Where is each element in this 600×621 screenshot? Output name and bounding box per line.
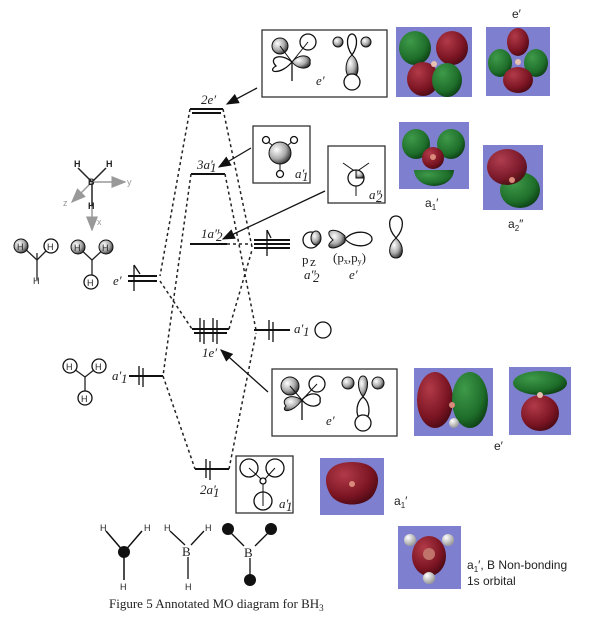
box-2e-prime: e′ — [261, 29, 388, 98]
h3-a1-prime-fragment: H H H a′ 1 — [62, 358, 163, 406]
axes-b: B — [88, 177, 95, 187]
svg-text:2: 2 — [216, 229, 223, 244]
svg-text:1: 1 — [303, 324, 310, 339]
svg-text:H: H — [47, 242, 54, 252]
nonbonding-sublabel: 1s orbital — [467, 574, 516, 588]
mo-levels: 2e′ 3a′ 1 1a″ 2 1e′ 2a′ 1 — [190, 92, 229, 500]
svg-text:B: B — [244, 545, 253, 560]
render-3a1 — [399, 122, 469, 189]
arrow-1a2-double-prime — [221, 190, 326, 240]
svg-text:H: H — [102, 243, 109, 253]
render-1e-b — [509, 367, 571, 435]
axes-h1: H — [74, 159, 81, 169]
axes-h3: H — [88, 201, 95, 211]
render-2e-a — [396, 27, 472, 97]
mo-label-1e-prime: 1e′ — [202, 345, 217, 360]
mo-label-2e-prime: 2e′ — [201, 92, 216, 107]
h3-e-label: e′ — [113, 273, 122, 288]
svg-text:H: H — [95, 362, 102, 372]
bottom-structure-dot: H H H — [100, 523, 151, 592]
svg-text:1: 1 — [286, 499, 293, 514]
render-3a1-label: a1′ — [425, 196, 439, 212]
arrow-2e-prime — [225, 87, 258, 105]
box-2a1-prime: a′ 1 — [235, 455, 294, 514]
svg-text:H: H — [185, 582, 192, 592]
svg-text:2: 2 — [313, 270, 320, 285]
svg-text:H: H — [164, 523, 171, 533]
nonbonding-label: a1′, B Non-bonding — [467, 558, 567, 574]
render-2a1 — [320, 458, 384, 515]
render-2e-b — [486, 27, 550, 96]
pxpy-sym-label: e′ — [349, 267, 358, 282]
mo-label-3a1-prime: 3a′ — [196, 157, 213, 172]
arrow-1e-prime — [220, 349, 269, 393]
svg-text:H: H — [144, 523, 151, 533]
render-2a1-label: a1′ — [394, 494, 408, 510]
bottom-structure-balls: B — [222, 523, 277, 586]
render-b-nonbonding — [398, 526, 461, 589]
render-1e-label: e′ — [494, 439, 504, 453]
box-1a2-double-prime: a″ 2 — [327, 145, 386, 205]
svg-text:H: H — [74, 243, 81, 253]
svg-text:H: H — [17, 242, 24, 252]
pxpy-label: (px,py) — [333, 250, 366, 266]
box-1a2-label: a″ — [369, 187, 382, 202]
render-1a2 — [483, 145, 543, 210]
svg-text:z: z — [310, 254, 316, 269]
mo-label-2a1-prime: 2a′ — [200, 482, 216, 497]
arrow-3a1-prime — [217, 147, 252, 168]
svg-text:H: H — [87, 278, 94, 288]
svg-text:2: 2 — [376, 190, 383, 205]
box-1e-label: e′ — [326, 413, 335, 428]
svg-text:H: H — [66, 362, 73, 372]
svg-text:1: 1 — [121, 371, 128, 386]
figure-caption: Figure 5 Annotated MO diagram for BH3 — [109, 596, 324, 613]
svg-text:1: 1 — [210, 160, 217, 175]
h3-e-prime-fragment: H H H H H H e′ — [13, 238, 157, 291]
boron-fragment: p z a″ 2 (px,py) e′ a′ 1 — [254, 215, 404, 342]
svg-text:H: H — [100, 523, 107, 533]
svg-text:H: H — [81, 394, 88, 404]
axis-x-label: x — [97, 217, 102, 227]
h3-a1-label: a′ — [112, 368, 122, 383]
mo-label-1a2-double-prime: 1a″ — [201, 226, 220, 241]
svg-text:1: 1 — [302, 169, 309, 184]
s-sym-label: a′ — [294, 321, 304, 336]
box-2a1-label: a′ — [279, 496, 289, 511]
svg-text:1: 1 — [213, 485, 220, 500]
axis-z-label: z — [63, 198, 68, 208]
svg-text:H: H — [33, 276, 40, 286]
bottom-structure-b: B H H H — [164, 523, 212, 592]
axis-y-label: y — [127, 177, 132, 187]
pz-sym-label: a″ — [304, 267, 317, 282]
correlation-lines — [159, 108, 257, 470]
svg-text:B: B — [182, 544, 191, 559]
render-2e-label: e′ — [512, 7, 522, 21]
axes-inset: H H B H y z x — [63, 159, 132, 232]
pz-label: p — [302, 252, 309, 267]
box-3a1-prime: a′ 1 — [252, 125, 311, 184]
box-1e-prime: e′ — [271, 368, 398, 437]
render-1a2-label: a2″ — [508, 217, 524, 233]
svg-text:H: H — [205, 523, 212, 533]
render-1e-a — [414, 368, 493, 436]
svg-text:H: H — [120, 582, 127, 592]
box-2e-label: e′ — [316, 73, 325, 88]
box-3a1-label: a′ — [295, 166, 305, 181]
axes-h2: H — [106, 159, 113, 169]
